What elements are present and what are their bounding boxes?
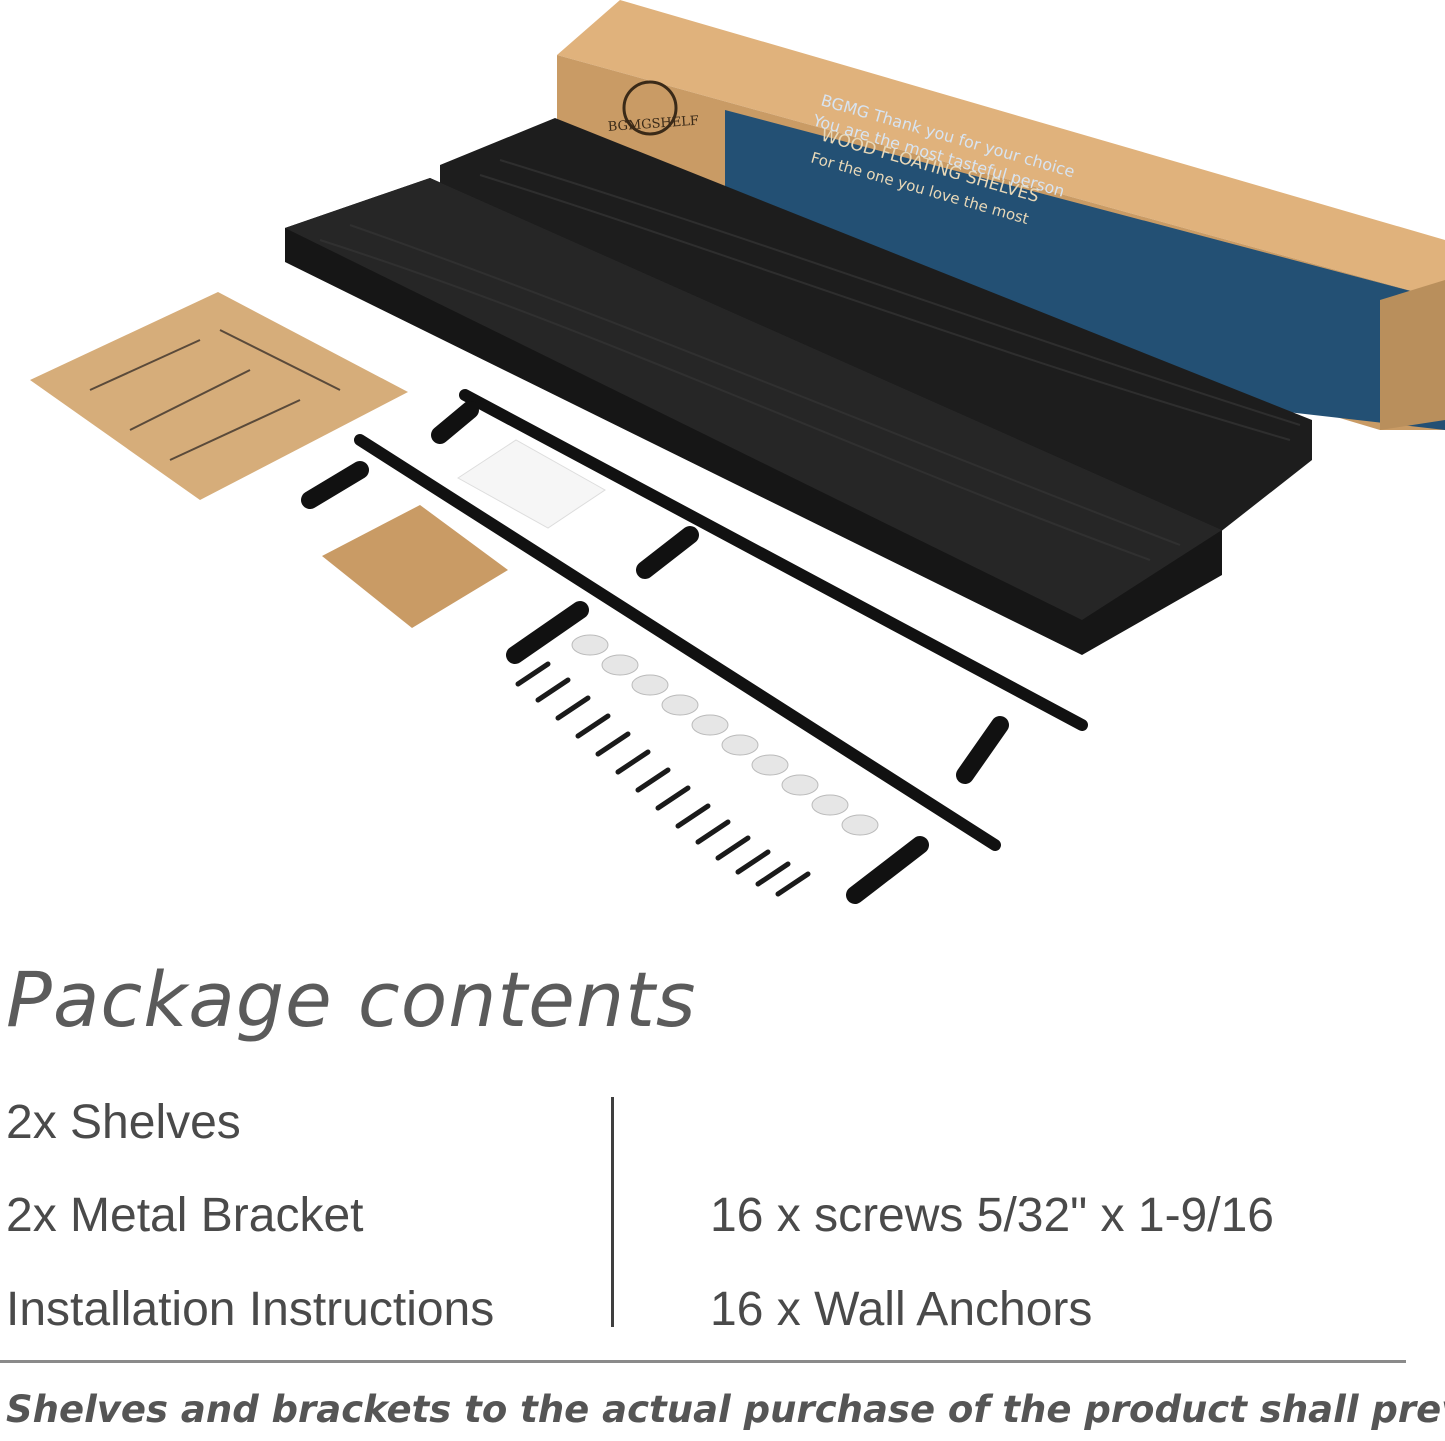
metal-brackets: [301, 389, 1088, 904]
shipping-box: BGMGSHELF WOOD FLOATING SHELVES For the …: [557, 0, 1445, 430]
screws-and-anchors: [515, 634, 879, 897]
content-item-instructions: Installation Instructions: [6, 1283, 495, 1336]
content-item-brackets: 2x Metal Bracket: [6, 1189, 364, 1242]
product-photo: BGMGSHELF WOOD FLOATING SHELVES For the …: [30, 0, 1445, 904]
note-card: [457, 439, 606, 529]
content-item-shelves: 2x Shelves: [6, 1096, 241, 1149]
envelope: [322, 505, 508, 628]
instruction-sheet: [30, 292, 408, 500]
box-logo: BGMGSHELF: [607, 80, 699, 136]
content-item-anchors: 16 x Wall Anchors: [710, 1283, 1093, 1336]
footer-divider: [0, 1360, 1406, 1363]
column-divider: [611, 1097, 614, 1327]
wood-shelves: [285, 118, 1312, 655]
footnote: Shelves and brackets to the actual purch…: [6, 1388, 1445, 1431]
svg-text:BGMGSHELF: BGMGSHELF: [607, 114, 699, 135]
content-item-screws: 16 x screws 5/32" x 1-9/16: [710, 1189, 1274, 1242]
page-title: Package contents: [6, 955, 697, 1044]
